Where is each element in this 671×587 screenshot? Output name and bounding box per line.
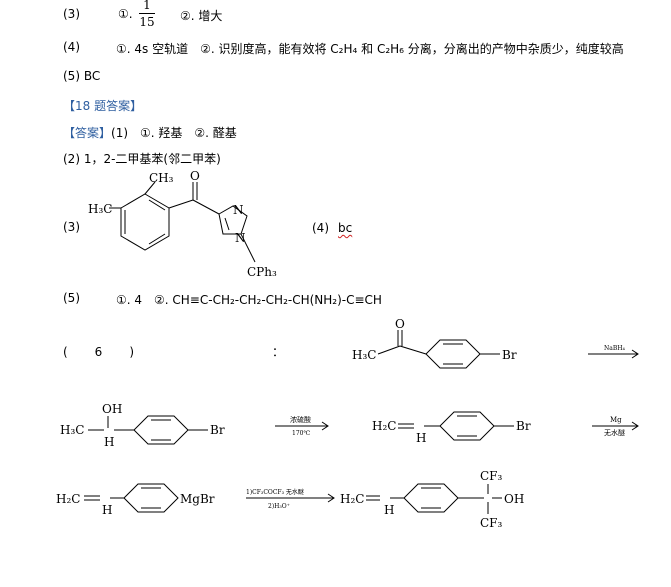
m5-h: H (384, 503, 394, 517)
fraction-denominator: 15 (139, 15, 155, 29)
q4-answer: ①. 4s 空轨道 ②. 识别度高，能有效将 C₂H₄ 和 C₂H₆ 分离，分离… (116, 42, 624, 56)
reagent-nabh4: NaBH₄ (604, 345, 625, 352)
m4-mgbr: MgBr (180, 492, 215, 506)
answer-line-1: 【答案】(1) ①. 羟基 ②. 醛基 (63, 124, 237, 141)
m2-oh: OH (102, 402, 122, 416)
condition-hydrolysis: 2)H₃O⁺ (268, 503, 290, 510)
q4-number: (4) (63, 40, 80, 54)
q3-option2: ②. 增大 (180, 9, 223, 23)
answer-tag: 【答案】 (63, 126, 112, 140)
part5-number: (5) (63, 291, 80, 305)
reagent-sulfuric-acid: 浓硫酸 (290, 415, 311, 424)
q3-option1-label: ①. (118, 7, 133, 21)
m2-h: H (104, 435, 114, 449)
m5-cf3-top: CF₃ (480, 469, 503, 483)
fraction-numerator: 1 (143, 0, 151, 12)
m2-bromine: Br (210, 423, 225, 437)
q5-answer: (5) BC (63, 69, 101, 83)
q3-fraction: 1 15 (139, 0, 155, 29)
structure-n2: N (235, 231, 246, 245)
condition-170c: 170℃ (292, 430, 310, 437)
part4-number: (4) (312, 221, 329, 235)
part4-answer: bc (338, 221, 353, 235)
reagent-hexafluoroacetone: 1)CF₃COCF₃ 无水醚 (246, 488, 304, 496)
reagent-mg: Mg (610, 416, 622, 424)
synthesis-route: H₃C O Br NaBH₄ OH H₃C H Br 浓硫酸 170℃ H₂C … (56, 317, 639, 530)
m1-bromine: Br (502, 348, 517, 362)
structure-h3c: H₃C (88, 202, 112, 216)
structure-cph3: CPh₃ (247, 265, 277, 279)
part3-number: (3) (63, 220, 80, 234)
part6-number: ( 6 ) (63, 345, 135, 359)
m1-oxygen: O (395, 317, 405, 331)
condition-ether: 无水醚 (604, 428, 625, 437)
imidazole-ketone-structure: H₃C CH₃ O N N CPh₃ (88, 170, 277, 279)
part5-answer: ①. 4 ②. CH≡C-CH₂-CH₂-CH₂-CH(NH₂)-C≡CH (116, 293, 382, 307)
part2-answer: (2) 1，2-二甲基苯(邻二甲苯) (63, 152, 221, 166)
m5-h2c: H₂C (340, 492, 364, 506)
q3-number: (3) (63, 7, 80, 21)
structure-ch3: CH₃ (149, 171, 174, 185)
m2-h3c: H₃C (60, 423, 84, 437)
m3-h: H (416, 431, 426, 445)
m1-h3c: H₃C (352, 348, 376, 362)
m3-bromine: Br (516, 419, 531, 433)
m4-h: H (102, 503, 112, 517)
structure-n1: N (233, 203, 244, 217)
m4-h2c: H₂C (56, 492, 80, 506)
question-18-heading: 【18 题答案】 (63, 99, 143, 113)
m5-oh: OH (504, 492, 524, 506)
part6-colon: ： (272, 345, 285, 359)
m3-h2c: H₂C (372, 419, 396, 433)
m5-cf3-bottom: CF₃ (480, 516, 503, 530)
answer-part1: (1) ①. 羟基 ②. 醛基 (111, 126, 237, 140)
structure-o: O (190, 170, 200, 183)
